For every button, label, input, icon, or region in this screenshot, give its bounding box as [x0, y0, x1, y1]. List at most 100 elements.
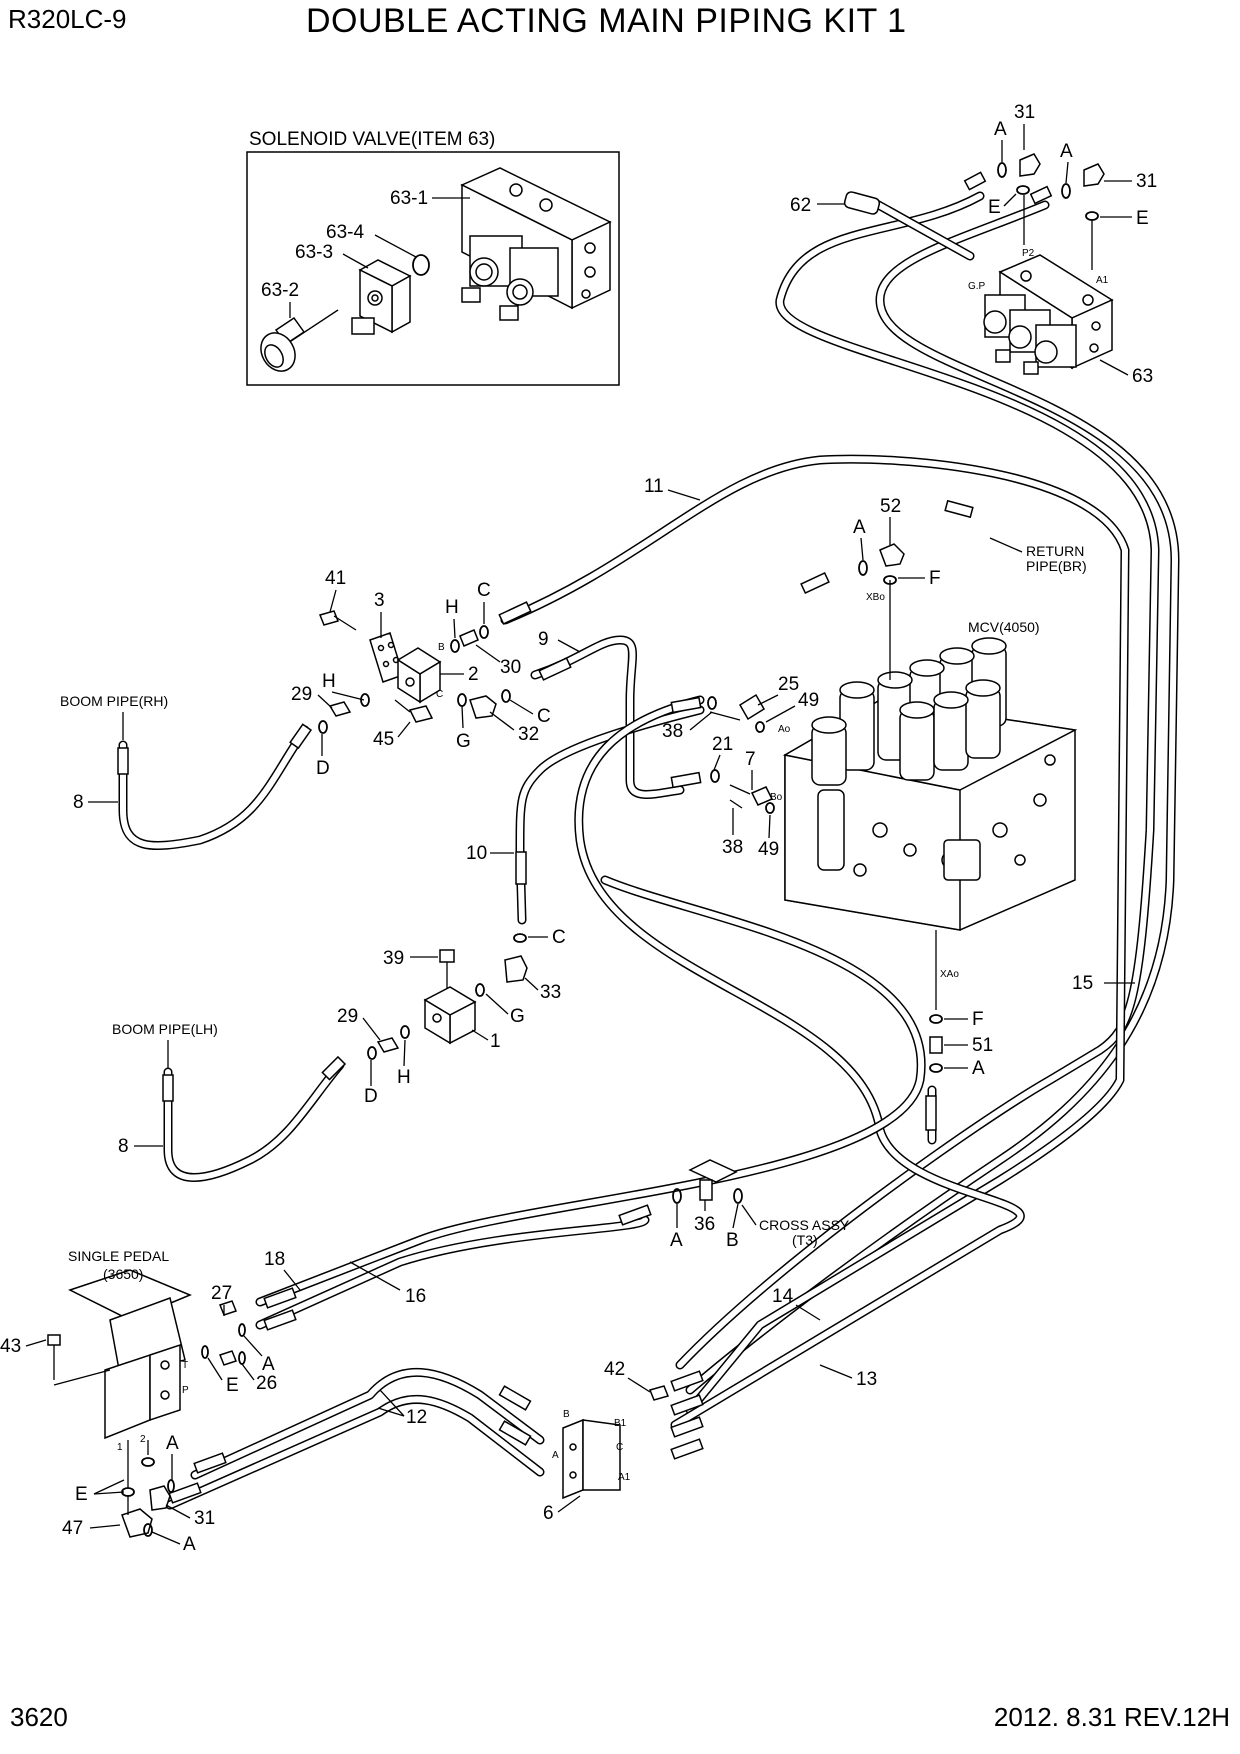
- callout-letter-e: E: [226, 1375, 239, 1396]
- callout-letter-e: E: [75, 1484, 88, 1505]
- note-boom-pipe-rh: BOOM PIPE(RH): [60, 693, 168, 709]
- note-boom-pipe-lh: BOOM PIPE(LH): [112, 1021, 218, 1037]
- callout-38: 38: [722, 837, 743, 858]
- callout-letter-h: H: [445, 597, 459, 618]
- pedal-port-p: P: [182, 1385, 189, 1396]
- callout-9: 9: [538, 629, 549, 650]
- callout-12: 12: [406, 1407, 427, 1428]
- callout-letter-d: D: [364, 1086, 378, 1107]
- adapter-block: [351, 259, 412, 335]
- callout-16: 16: [405, 1286, 426, 1307]
- callout-33: 33: [540, 982, 561, 1003]
- callout-letter-a: A: [670, 1230, 683, 1251]
- elbow-fittings-31-top: [997, 153, 1105, 270]
- callout-63-1: 63-1: [390, 188, 428, 209]
- callout-52: 52: [880, 496, 901, 517]
- page-number: 3620: [10, 1702, 68, 1732]
- note-mcv: MCV(4050): [968, 619, 1040, 635]
- page-title: DOUBLE ACTING MAIN PIPING KIT 1: [306, 2, 907, 40]
- block-port-b: B: [438, 642, 445, 653]
- bracket-port-a: A: [552, 1450, 559, 1461]
- callout-31: 31: [1014, 102, 1035, 123]
- pedal-port-2: 2: [140, 1434, 146, 1445]
- callout-31: 31: [194, 1508, 215, 1529]
- callout-42: 42: [604, 1359, 625, 1380]
- port-xbo: XBo: [866, 592, 885, 603]
- callout-30: 30: [500, 657, 521, 678]
- callout-63-4: 63-4: [326, 222, 364, 243]
- callout-18: 18: [264, 1249, 285, 1270]
- revision-date: 2012. 8.31 REV.12H: [993, 1702, 1230, 1732]
- callout-26: 26: [256, 1373, 277, 1394]
- callout-letter-a: A: [183, 1534, 196, 1555]
- reference-notes: BOOM PIPE(RH) BOOM PIPE(LH) RETURN PIPE(…: [60, 537, 1087, 1282]
- note-return-pipe-line1: RETURN: [1026, 543, 1084, 559]
- callout-25: 25: [778, 674, 799, 695]
- callout-letter-g: G: [456, 731, 471, 752]
- callout-29: 29: [337, 1006, 358, 1027]
- callout-49: 49: [798, 690, 819, 711]
- callout-13: 13: [856, 1369, 877, 1390]
- callout-letter-a: A: [1060, 141, 1073, 162]
- callout-letter-a: A: [972, 1058, 985, 1079]
- callout-14: 14: [772, 1286, 794, 1307]
- bracket-port-b1: B1: [614, 1418, 627, 1429]
- callouts: 31 A A 31 E E 62 63 11 52 A F: [0, 102, 1157, 1555]
- callout-43: 43: [0, 1336, 21, 1357]
- callout-letter-f: F: [929, 568, 941, 589]
- note-cross-assy-line1: CROSS ASSY: [759, 1217, 850, 1233]
- solenoid-valve-inset: SOLENOID VALVE(ITEM 63): [246, 129, 620, 386]
- callout-31: 31: [1136, 171, 1157, 192]
- callout-1: 1: [490, 1031, 501, 1052]
- callout-51: 51: [972, 1035, 993, 1056]
- callout-63-2: 63-2: [261, 280, 299, 301]
- callout-39: 39: [383, 948, 404, 969]
- callout-11: 11: [644, 476, 664, 497]
- pressure-switch-62: [843, 191, 881, 215]
- callout-2: 2: [468, 664, 479, 685]
- bracket-port-a1: A1: [618, 1472, 631, 1483]
- bracket-port-c: C: [616, 1442, 623, 1453]
- callout-letter-c: C: [552, 927, 566, 948]
- port-a1: A1: [1096, 275, 1109, 286]
- callout-15: 15: [1072, 973, 1093, 994]
- solenoid-valve-block: [460, 167, 612, 321]
- plug: [260, 309, 339, 372]
- callout-letter-a: A: [166, 1433, 179, 1454]
- callout-letter-h: H: [322, 671, 336, 692]
- hose-routing: [118, 191, 1180, 1510]
- inset-title: SOLENOID VALVE(ITEM 63): [249, 129, 495, 150]
- callout-8: 8: [73, 792, 84, 813]
- callout-49: 49: [758, 839, 779, 860]
- callout-41: 41: [325, 568, 346, 589]
- callout-47: 47: [62, 1518, 83, 1539]
- callout-letter-c: C: [477, 580, 491, 601]
- model-number: R320LC-9: [8, 4, 127, 34]
- port-p2: P2: [1022, 248, 1035, 259]
- callout-letter-a: A: [853, 517, 866, 538]
- single-pedal-3650: P T 1 2: [53, 1269, 192, 1488]
- pedal-port-t: T: [182, 1360, 188, 1371]
- port-gp: G.P: [968, 281, 986, 292]
- pedal-port-1: 1: [117, 1442, 123, 1453]
- callout-6: 6: [543, 1503, 554, 1524]
- callout-38: 38: [662, 721, 683, 742]
- port-ao: Ao: [778, 724, 791, 735]
- note-return-pipe-line2: PIPE(BR): [1026, 558, 1087, 574]
- callout-29: 29: [291, 684, 312, 705]
- callout-letter-h: H: [397, 1067, 411, 1088]
- block-port-c: C: [436, 689, 443, 700]
- note-single-pedal-line1: SINGLE PEDAL: [68, 1248, 169, 1264]
- callout-letter-f: F: [972, 1009, 984, 1030]
- callout-letter-e: E: [1136, 208, 1149, 229]
- inset-frame: [246, 151, 620, 386]
- note-single-pedal-line2: (3650): [103, 1266, 143, 1282]
- callout-letter-c: C: [537, 706, 551, 727]
- callout-3: 3: [374, 590, 385, 611]
- callout-letter-a: A: [994, 119, 1007, 140]
- note-cross-assy-line2: (T3): [792, 1232, 818, 1248]
- port-bo: Bo: [770, 792, 783, 803]
- bracket-port-b: B: [563, 1409, 570, 1420]
- callout-27: 27: [211, 1283, 232, 1304]
